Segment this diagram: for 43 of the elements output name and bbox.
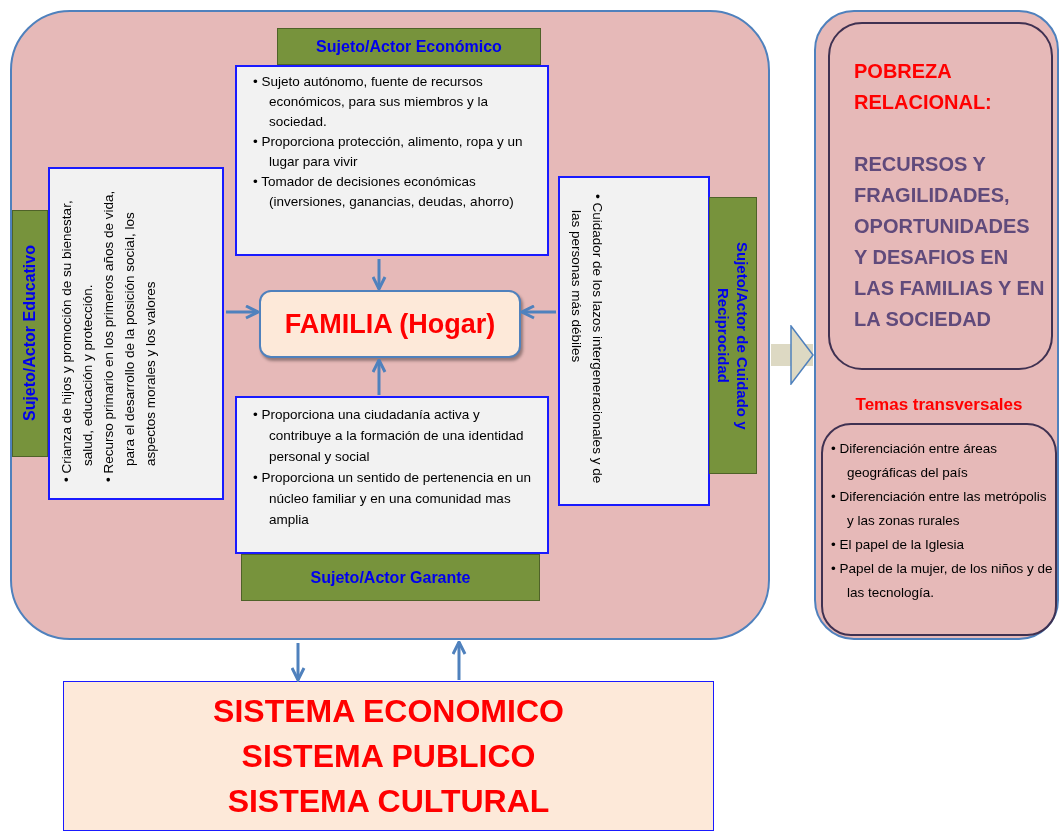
header-bar xyxy=(241,554,540,601)
bullet-text: • Sujeto autónomo, fuente de recursos económicos, para sus miembros y la sociedad. xyxy=(253,73,490,131)
header-label: Sujeto/Actor Económico xyxy=(316,37,502,56)
system-label: SISTEMA PUBLICO xyxy=(241,736,536,776)
arrow xyxy=(520,304,556,320)
bullet-text: • Papel de la mujer, de los niños y de las tecnología. xyxy=(831,560,1053,602)
header-bar xyxy=(12,210,48,457)
center-box xyxy=(259,290,521,358)
arrow xyxy=(451,640,467,680)
text-box xyxy=(48,167,224,500)
system-box xyxy=(63,681,714,831)
arrow xyxy=(371,259,387,291)
arrow xyxy=(371,358,387,395)
bullet-text: • Diferenciación entre las metrópolis y las zonas rurales xyxy=(831,488,1048,530)
section-heading: Temas transversales xyxy=(854,395,1024,415)
bullet-text: • El papel de la Iglesia xyxy=(831,536,966,554)
bullet-text: • Recurso primario en los primeros años de vida, para el desarrollo de la posición social, los aspectos morales y los valores xyxy=(100,189,159,482)
system-label: SISTEMA CULTURAL xyxy=(227,781,550,821)
title-text: POBREZA RELACIONAL: xyxy=(854,59,993,115)
bullet-text: • Diferenciación entre áreas geográficas del país xyxy=(831,440,999,482)
arrow xyxy=(226,304,260,320)
header-label: Sujeto/Actor Educativo xyxy=(21,245,39,422)
bullet-text: • Tomador de decisiones económicas (inversiones, ganancias, deudas, ahorro) xyxy=(253,173,515,211)
bullet-text: • Proporciona un sentido de pertenencia en un núcleo familiar y en una comunidad mas amplia xyxy=(253,469,532,529)
text-box xyxy=(235,396,549,554)
arrow xyxy=(290,643,306,682)
subtitle-text: RECURSOS Y FRAGILIDADES, OPORTUNIDADES Y DESAFIOS EN LAS FAMILIAS Y EN LA SOCIEDAD xyxy=(854,152,1045,332)
bullet-text: • Cuidador de los lazos intergeneracionales y de las personas más débiles xyxy=(568,194,606,486)
bullet-text: • Crianza de hijos y promoción de su bienestar, salud, educación y protección. xyxy=(58,199,96,482)
panel-background xyxy=(814,10,1059,640)
bullet-text: • Proporciona una ciudadanía activa y contribuye a la formación de una identidad personal y social xyxy=(253,406,525,466)
center-label: FAMILIA (Hogar) xyxy=(284,308,496,340)
text-box xyxy=(235,65,549,256)
panel-background xyxy=(10,10,770,640)
bullet-text: • Proporciona protección, alimento, ropa y un lugar para vivir xyxy=(253,133,524,171)
block-arrow xyxy=(771,325,814,385)
rounded-box xyxy=(828,22,1053,370)
header-label: Sujeto/Actor de Cuidado y Reciprocidad xyxy=(714,240,752,432)
header-label: Sujeto/Actor Garante xyxy=(310,568,471,587)
text-box xyxy=(558,176,710,506)
system-label: SISTEMA ECONOMICO xyxy=(213,691,564,731)
header-bar xyxy=(709,197,757,474)
header-bar xyxy=(277,28,541,65)
